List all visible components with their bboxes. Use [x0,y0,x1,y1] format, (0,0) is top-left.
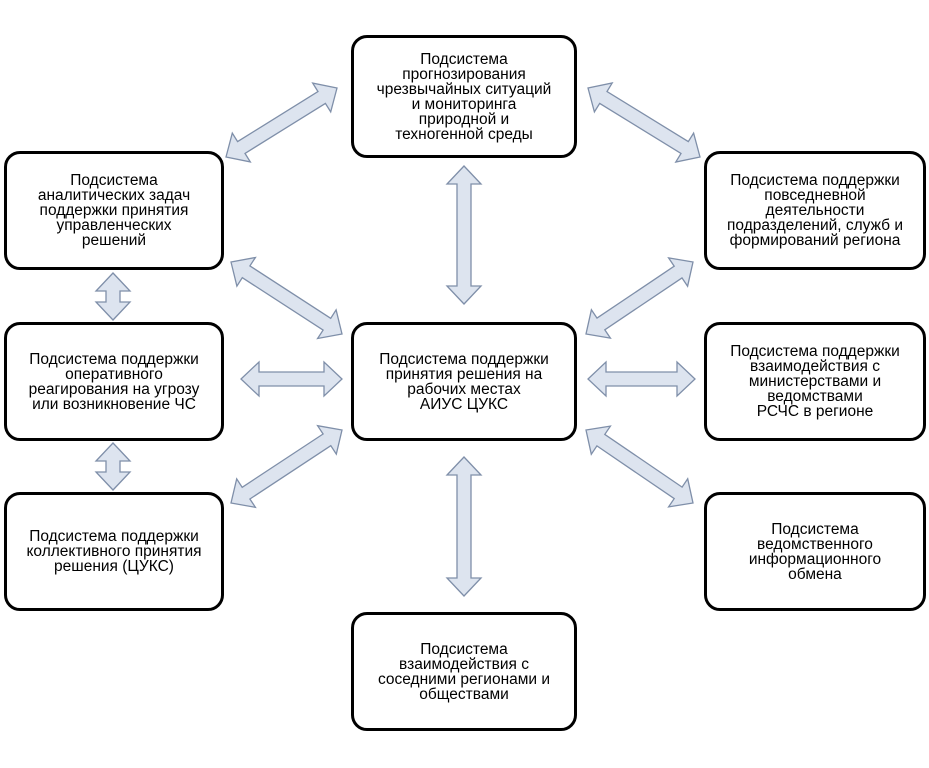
double-arrow-top-left1 [225,82,338,163]
double-arrow-bottom-center [445,456,483,597]
double-arrow-left2-left3 [94,442,132,491]
node-decision-support-center: Подсистема поддержки принятия решения на… [351,322,577,441]
node-label: Подсистема аналитических задач поддержки… [37,172,191,249]
double-arrow-right2-center [587,360,696,398]
node-label: Подсистема поддержки оперативного реагир… [28,350,200,413]
double-arrow-left1-center [230,256,343,340]
double-arrow-right3-center [585,425,694,508]
node-departmental-exchange: Подсистема ведомственного информационног… [704,492,926,611]
node-label: Подсистема взаимодействия с соседними ре… [377,640,551,703]
double-arrow-left3-center [230,424,343,509]
node-collective-decision: Подсистема поддержки коллективного приня… [4,492,224,611]
node-ministry-interaction: Подсистема поддержки взаимодействия с ми… [704,322,926,441]
node-analytical-tasks: Подсистема аналитических задач поддержки… [4,151,224,270]
node-forecasting-monitoring: Подсистема прогнозирования чрезвычайных … [351,35,577,158]
node-label: Подсистема поддержки повседневной деятел… [727,172,903,249]
node-label: Подсистема ведомственного информационног… [748,520,882,583]
node-label: Подсистема поддержки принятия решения на… [379,350,549,413]
node-daily-activity: Подсистема поддержки повседневной деятел… [704,151,926,270]
node-label: Подсистема поддержки коллективного приня… [26,528,202,575]
node-label: Подсистема прогнозирования чрезвычайных … [376,50,552,143]
double-arrow-top-right1 [587,82,701,163]
node-operational-response: Подсистема поддержки оперативного реагир… [4,322,224,441]
node-neighbor-regions: Подсистема взаимодействия с соседними ре… [351,612,577,731]
double-arrow-right1-center [585,257,694,339]
node-label: Подсистема поддержки взаимодействия с ми… [730,343,900,420]
double-arrow-top-center [445,165,483,305]
double-arrow-left1-left2 [94,272,132,321]
double-arrow-left2-center [240,360,343,398]
